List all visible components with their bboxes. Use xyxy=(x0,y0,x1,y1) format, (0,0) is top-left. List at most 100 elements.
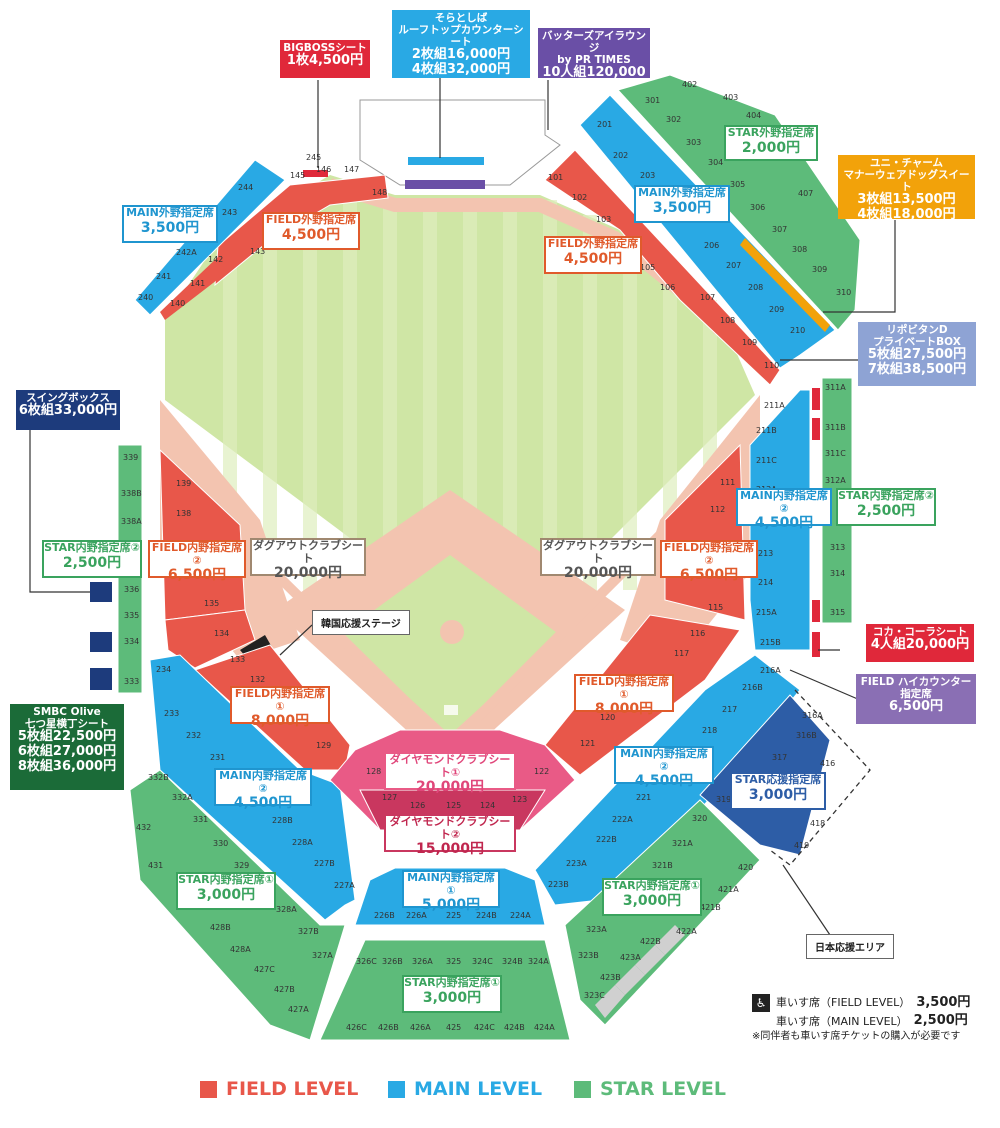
legend-label: STAR LEVEL xyxy=(600,1078,726,1100)
callout-subtitle: by PR TIMES xyxy=(557,54,631,67)
svg-text:421B: 421B xyxy=(700,903,721,912)
callout-coca-cola[interactable]: コカ・コーラシート 4人組20,000円 xyxy=(866,624,974,662)
svg-text:117: 117 xyxy=(674,649,689,658)
coca-cola-seats[interactable] xyxy=(812,388,820,657)
callout-smbc[interactable]: SMBC Olive 七つ星横丁シート 5枚組22,500円 6枚組27,000… xyxy=(10,704,124,790)
wheelchair-note: ♿ 車いす席（FIELD LEVEL） 3,500円 車いす席（MAIN LEV… xyxy=(752,994,970,1044)
callout-main-infield1[interactable]: MAIN内野指定席① 5,000円 xyxy=(402,870,500,913)
callout-rooftop[interactable]: そらとしば ルーフトップカウンターシート 2枚組16,000円 4枚組32,00… xyxy=(392,10,530,78)
callout-batters-eye[interactable]: バッターズアイラウンジ by PR TIMES 10人組120,000円 xyxy=(538,28,650,95)
callout-main-infield2-right[interactable]: MAIN内野指定席② 4,500円 xyxy=(736,488,832,531)
svg-text:141: 141 xyxy=(190,279,205,288)
section-field-outfield-left[interactable] xyxy=(214,174,389,287)
section-field-outfield-right[interactable] xyxy=(544,149,781,386)
callout-title: FIELD内野指定席① xyxy=(234,687,326,713)
callout-field-infield1-left[interactable]: FIELD内野指定席① 8,000円 xyxy=(230,686,330,729)
callout-star-infield1-right[interactable]: STAR内野指定席① 3,000円 xyxy=(602,878,702,916)
batters-eye-bar xyxy=(405,180,485,189)
svg-text:330: 330 xyxy=(213,839,228,848)
callout-star-infield2-left[interactable]: STAR内野指定席② 2,500円 xyxy=(42,540,142,578)
section-main-outfield-right[interactable] xyxy=(579,94,836,369)
legend-main: MAIN LEVEL xyxy=(388,1078,542,1100)
callout-main-outfield-right[interactable]: MAIN外野指定席 3,500円 xyxy=(634,185,730,223)
callout-diamond-club-1[interactable]: ダイヤモンドクラブシート① 20,000円 xyxy=(384,752,516,795)
callout-price: 8,000円 xyxy=(250,713,310,730)
svg-text:422A: 422A xyxy=(676,927,697,936)
svg-text:425: 425 xyxy=(446,1023,461,1032)
legend-swatch xyxy=(200,1080,217,1098)
callout-star-outfield[interactable]: STAR外野指定席 2,000円 xyxy=(724,125,818,161)
callout-japan-area[interactable]: 日本応援エリア xyxy=(806,934,894,959)
callout-price: 3枚組13,500円 xyxy=(857,192,956,208)
svg-text:244: 244 xyxy=(238,183,253,192)
svg-text:107: 107 xyxy=(700,293,715,302)
wheelchair-icon: ♿ xyxy=(752,994,770,1013)
callout-title: STAR内野指定席① xyxy=(404,976,500,989)
svg-text:224A: 224A xyxy=(510,911,531,920)
svg-text:106: 106 xyxy=(660,283,675,292)
callout-dugout-right[interactable]: ダグアウトクラブシート 20,000円 xyxy=(540,538,656,581)
svg-text:211C: 211C xyxy=(756,456,777,465)
svg-text:334: 334 xyxy=(124,637,139,646)
callout-star-infield1-left[interactable]: STAR内野指定席① 3,000円 xyxy=(176,872,276,910)
callout-title: MAIN内野指定席② xyxy=(740,489,828,515)
svg-text:332A: 332A xyxy=(172,793,193,802)
svg-text:336: 336 xyxy=(124,585,139,594)
section-field-infield-left-2b[interactable] xyxy=(164,609,256,669)
callout-price: 4人組20,000円 xyxy=(870,637,970,653)
section-star-outfield-right[interactable] xyxy=(617,74,861,331)
callout-star-cheer[interactable]: STAR応援指定席 3,000円 xyxy=(730,772,826,810)
svg-text:206: 206 xyxy=(704,241,719,250)
callout-field-infield2-right[interactable]: FIELD内野指定席② 6,500円 xyxy=(660,540,758,583)
callout-main-infield2-left[interactable]: MAIN内野指定席② 4,500円 xyxy=(214,768,312,811)
callout-star-infield1-center[interactable]: STAR内野指定席① 3,000円 xyxy=(402,975,502,1013)
callout-diamond-club-2[interactable]: ダイヤモンドクラブシート② 15,000円 xyxy=(384,814,516,857)
callout-dog-suite[interactable]: ユニ・チャーム マナーウェアドッグスイート 3枚組13,500円 4枚組18,0… xyxy=(838,155,975,222)
svg-text:323A: 323A xyxy=(586,925,607,934)
callout-private-box[interactable]: リポビタンD プライベートBOX 5枚組27,500円 7枚組38,500円 xyxy=(858,322,976,386)
callout-main-outfield-left[interactable]: MAIN外野指定席 3,500円 xyxy=(122,205,218,243)
section-field-outfield-left-thin[interactable] xyxy=(160,255,230,320)
svg-text:109: 109 xyxy=(742,338,757,347)
callout-title: FIELD外野指定席 xyxy=(547,237,639,250)
svg-text:102: 102 xyxy=(572,193,587,202)
callout-swing-box[interactable]: スイングボックス 6枚組33,000円 xyxy=(16,390,120,430)
callout-title: BIGBOSSシート xyxy=(283,42,367,54)
swing-box-seats[interactable] xyxy=(90,582,112,690)
callout-korea-stage[interactable]: 韓国応援ステージ xyxy=(312,610,410,635)
callout-bigboss[interactable]: BIGBOSSシート 1枚4,500円 xyxy=(280,40,370,78)
callout-price: 3,000円 xyxy=(422,989,482,1006)
callout-star-infield2-right[interactable]: STAR内野指定席② 2,500円 xyxy=(836,488,936,526)
callout-title: FIELD内野指定席② xyxy=(151,541,243,567)
callout-main-infield2-right-lower[interactable]: MAIN内野指定席② 4,500円 xyxy=(614,746,714,789)
callout-field-outfield-right[interactable]: FIELD外野指定席 4,500円 xyxy=(544,236,642,274)
svg-text:129: 129 xyxy=(316,741,331,750)
callout-title: そらとしば xyxy=(434,12,488,24)
svg-text:427A: 427A xyxy=(288,1005,309,1014)
callout-price: 3,000円 xyxy=(196,886,256,903)
callout-subtitle: 七つ星横丁シート xyxy=(25,718,109,731)
callout-price: 8枚組36,000円 xyxy=(17,759,117,774)
callout-field-infield2-left[interactable]: FIELD内野指定席② 6,500円 xyxy=(148,540,246,583)
svg-text:223A: 223A xyxy=(566,859,587,868)
svg-text:426B: 426B xyxy=(378,1023,399,1032)
callout-title: MAIN内野指定席② xyxy=(620,747,708,773)
svg-text:234: 234 xyxy=(156,665,171,674)
svg-text:327A: 327A xyxy=(312,951,333,960)
scoreboard-structure xyxy=(359,99,561,186)
svg-text:116: 116 xyxy=(690,629,705,638)
svg-text:301: 301 xyxy=(645,96,660,105)
svg-text:208: 208 xyxy=(748,283,763,292)
callout-price: 10人組120,000円 xyxy=(542,65,646,96)
callout-dugout-left[interactable]: ダグアウトクラブシート 20,000円 xyxy=(250,538,366,581)
svg-text:138: 138 xyxy=(176,509,191,518)
svg-text:146: 146 xyxy=(316,165,331,174)
callout-price: 3,500円 xyxy=(140,219,200,236)
callout-price: 20,000円 xyxy=(563,565,633,582)
callout-price: 4,500円 xyxy=(634,773,694,790)
callout-field-high-counter[interactable]: FIELD ハイカウンター 指定席 6,500円 xyxy=(856,674,976,724)
callout-field-infield1-right[interactable]: FIELD内野指定席① 8,000円 xyxy=(574,674,674,717)
callout-price: 2枚組16,000円 xyxy=(411,47,511,63)
callout-field-outfield-left[interactable]: FIELD外野指定席 4,500円 xyxy=(262,212,360,250)
